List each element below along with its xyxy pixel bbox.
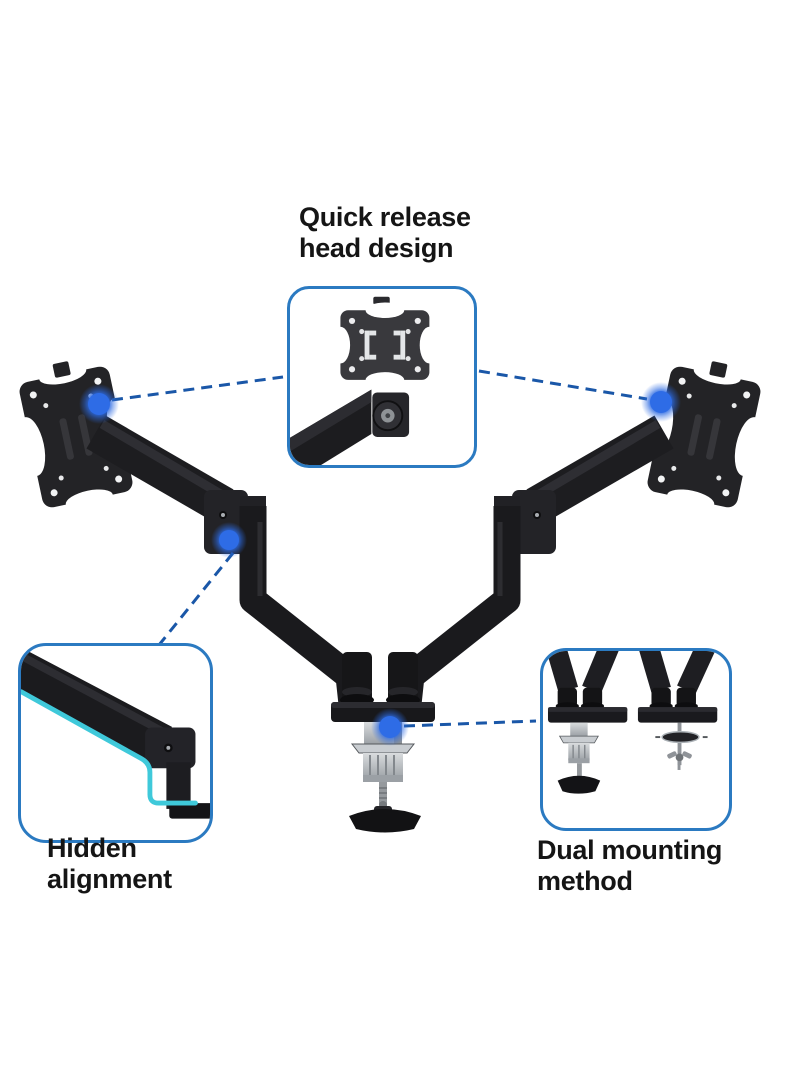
grommet-mount <box>637 651 718 770</box>
dual-mounting-label-line1: Dual mounting <box>537 835 723 865</box>
arm-head-detail <box>290 389 410 465</box>
vesa-plate-detail <box>330 302 440 388</box>
quick-release-head-drawing <box>290 296 440 465</box>
quick-release-label-line2: head design <box>299 233 454 263</box>
hidden-alignment-label-line1: Hidden <box>47 833 137 863</box>
quick-release-label: Quick release head design <box>299 202 471 264</box>
clamp-top-plate <box>350 743 416 754</box>
quick-release-label-line1: Quick release <box>299 202 471 232</box>
clamp-screw <box>379 782 387 806</box>
right-elbow-joint <box>512 490 556 554</box>
hidden-alignment-drawing <box>21 649 210 819</box>
dual-mounting-label: Dual mounting method <box>537 835 722 897</box>
feature-marker-dots <box>79 382 681 746</box>
callout-connector-lines <box>111 369 648 728</box>
hidden-alignment-label: Hidden alignment <box>47 833 172 895</box>
quick-release-head-inset <box>287 286 477 468</box>
hidden-alignment-inset <box>18 643 213 843</box>
dual-mounting-inset <box>540 648 732 831</box>
dual-mounting-drawing <box>546 651 718 794</box>
hidden-cable-route <box>21 689 198 806</box>
clamp-mount <box>546 651 628 794</box>
dual-mounting-label-line2: method <box>537 866 633 896</box>
clamp-knob <box>349 809 421 833</box>
hidden-alignment-label-line2: alignment <box>47 864 172 894</box>
